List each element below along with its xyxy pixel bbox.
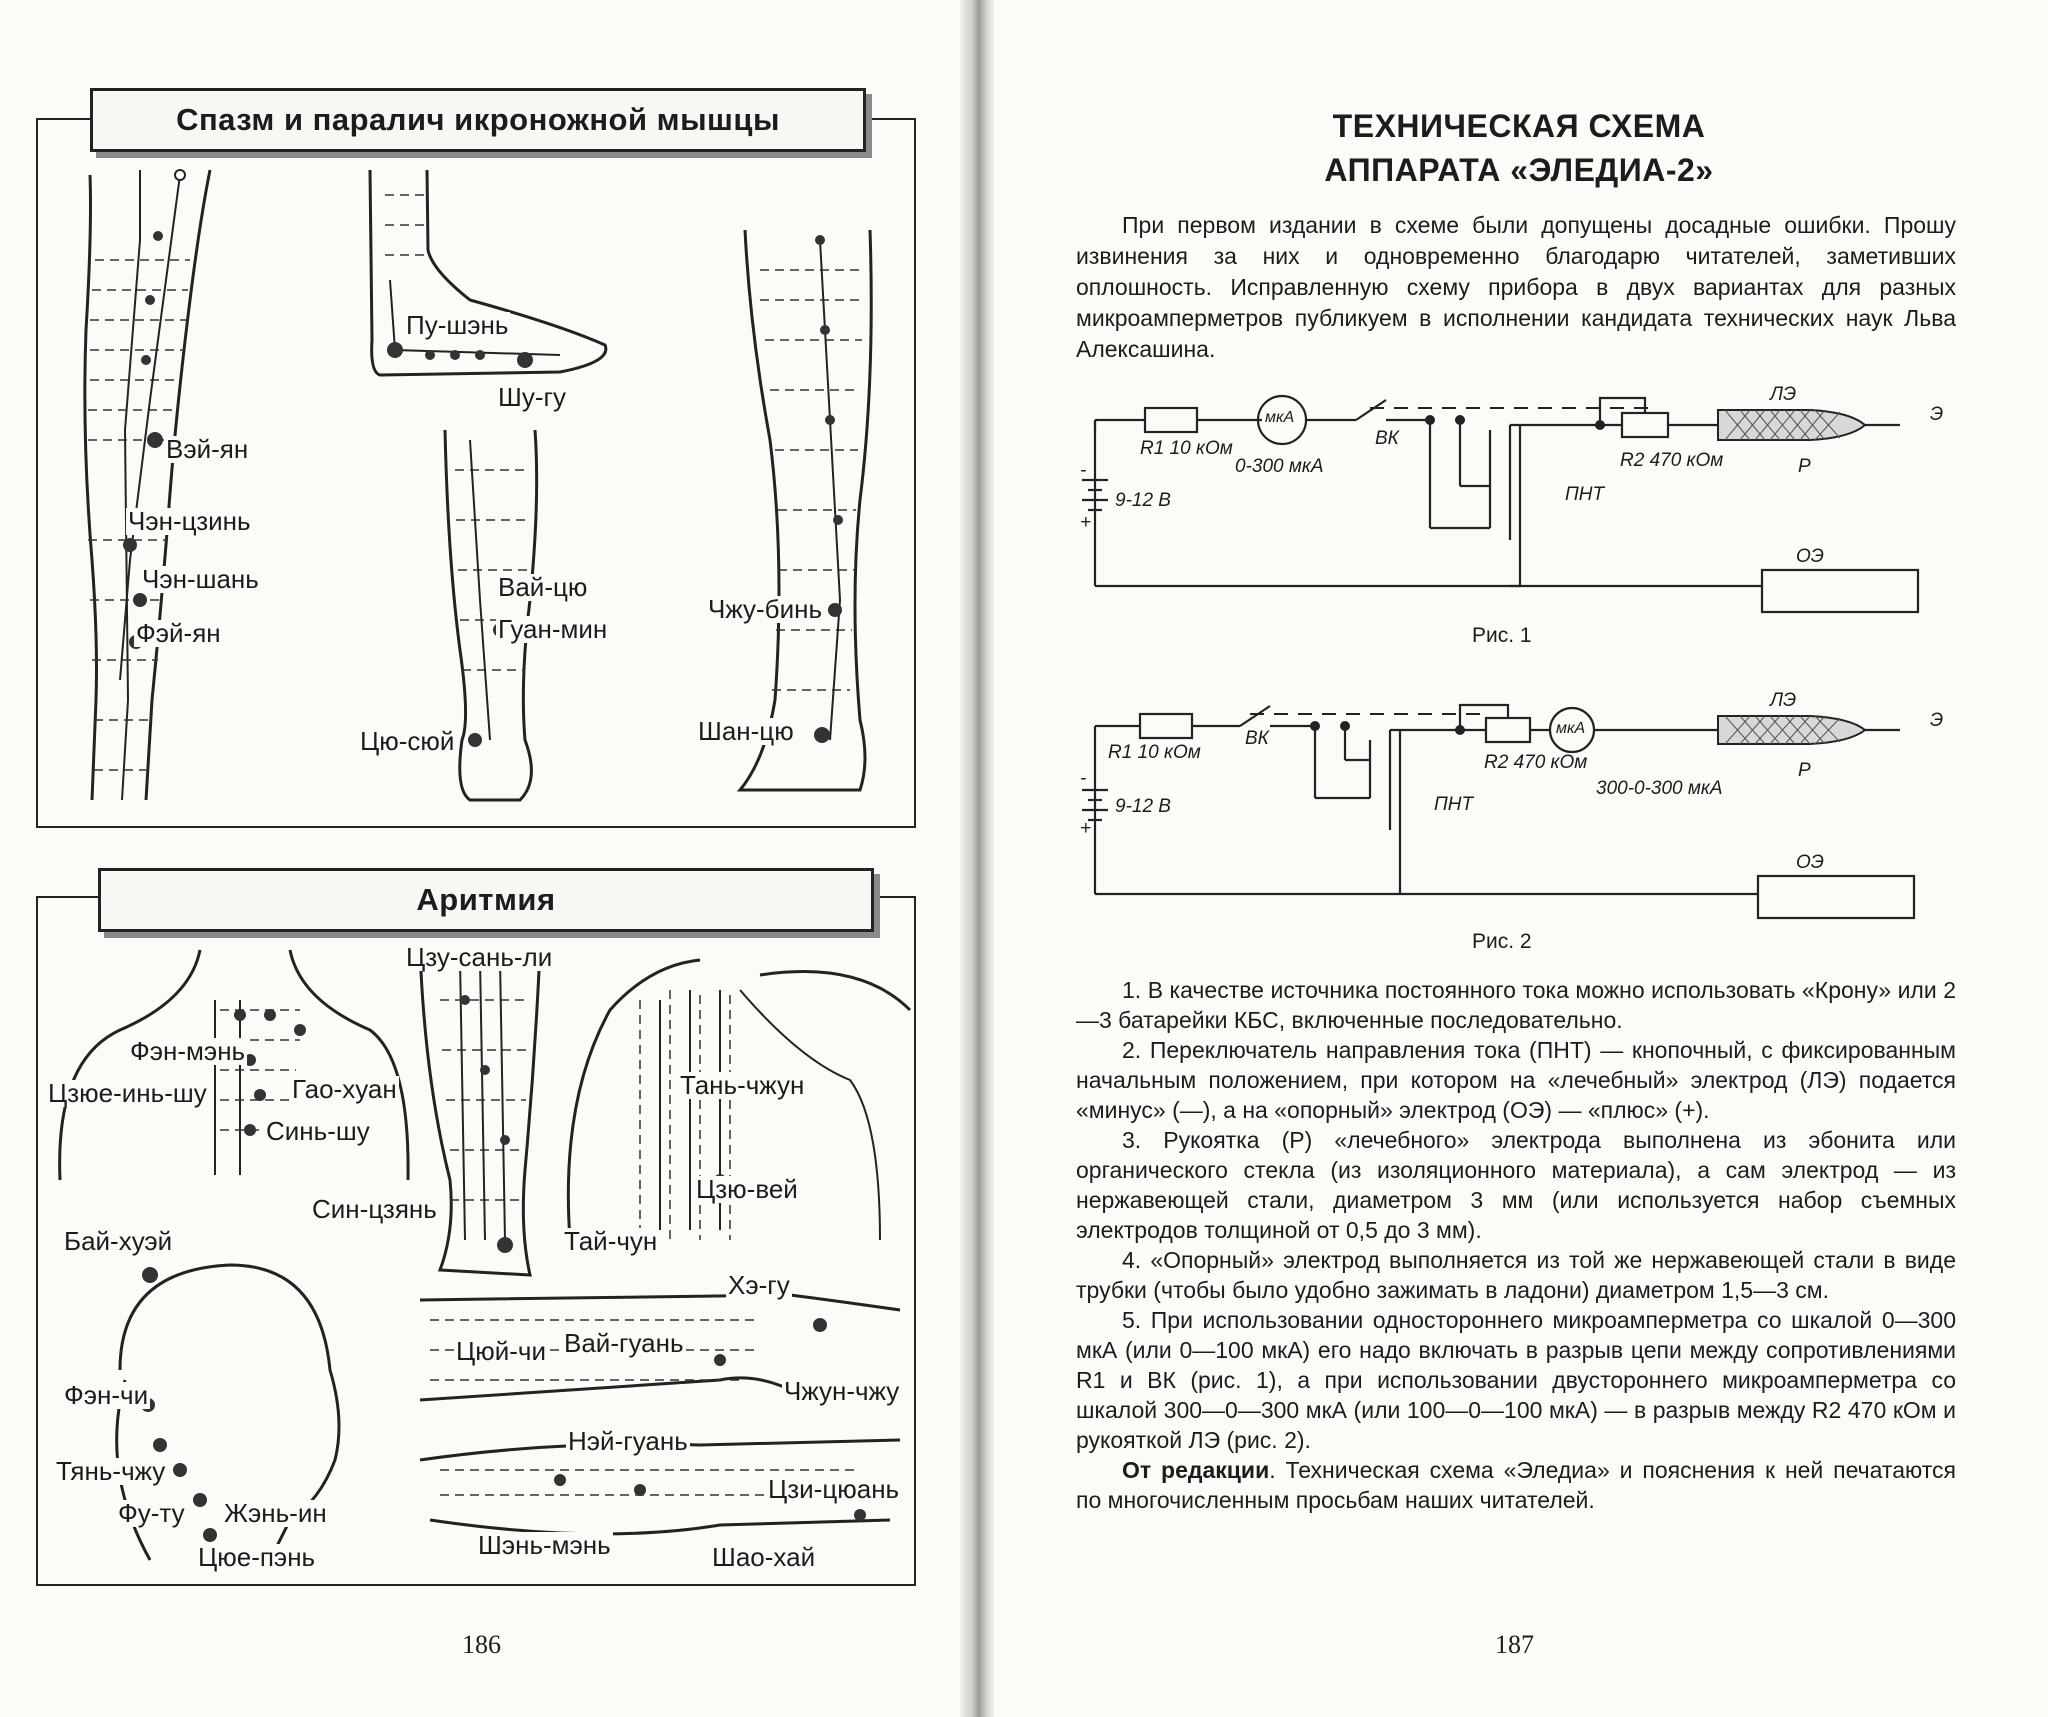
note-paragraph: 3. Рукоятка (Р) «лечебного» электрода вы… — [1076, 1127, 1956, 1243]
point-label: Цзи-цюань — [766, 1474, 902, 1504]
page-number: 187 — [1495, 1630, 1534, 1659]
note-paragraph: 5. При использовании одностороннего микр… — [1076, 1307, 1956, 1453]
point-label: Хэ-гу — [726, 1270, 792, 1300]
arrhythmia-illustration — [58, 949, 912, 1561]
oe-label: ОЭ — [1796, 546, 1824, 567]
point-label: Цзу-сань-ли — [404, 942, 555, 972]
battery-label: 9-12 В — [1115, 490, 1171, 511]
point-label: Цюе-пэнь — [196, 1542, 318, 1572]
point-label: Чжу-бинь — [706, 594, 824, 624]
point-label: Чэн-цзинь — [126, 506, 253, 536]
battery-plus: + — [1080, 818, 1092, 839]
point-label: Шао-хай — [710, 1542, 818, 1572]
meter-label: мкА — [1265, 409, 1295, 426]
treatment-electrode-fig1 — [1717, 409, 1867, 441]
point-label: Бай-хуэй — [62, 1226, 175, 1256]
e-label: Э — [1930, 710, 1944, 731]
leg-outline-right — [736, 229, 873, 792]
oe-label: ОЭ — [1796, 852, 1824, 873]
switch-label: ВК — [1245, 728, 1269, 749]
left-page: Спазм и паралич икроножной мышцы Пу-шэнь… — [0, 0, 980, 1717]
point-label: Фу-ту — [116, 1498, 187, 1528]
point-label: Вай-гуань — [562, 1328, 686, 1358]
r1-label: R1 10 кОм — [1108, 742, 1201, 763]
note-paragraph: 1. В качестве источника постоянного тока… — [1076, 977, 1956, 1033]
point-label: Цюй-чи — [454, 1336, 548, 1366]
battery-minus: - — [1080, 768, 1087, 789]
point-label: Жэнь-ин — [222, 1498, 329, 1528]
treatment-electrode-fig2 — [1717, 715, 1867, 745]
p-label: Р — [1798, 456, 1811, 477]
intro-paragraph: При первом издании в схеме были допущены… — [1076, 212, 1956, 362]
point-label: Синь-шу — [264, 1116, 372, 1146]
point-label: Цзю-вей — [694, 1174, 800, 1204]
foot-outline-top — [368, 169, 608, 377]
point-label: Вэй-ян — [164, 434, 251, 464]
calf-spasm-title: Спазм и паралич икроножной мышцы — [90, 88, 866, 152]
arrhythmia-title: Аритмия — [98, 868, 874, 932]
pnt-label: ПНТ — [1565, 484, 1605, 505]
r2-label: R2 470 кОм — [1620, 450, 1724, 471]
note-paragraph: 2. Переключатель направления тока (ПНТ) … — [1076, 1037, 1956, 1123]
pnt-label: ПНТ — [1434, 794, 1474, 815]
editor-note: От редакции. Техническая схема «Эледиа» … — [1076, 1455, 1956, 1515]
battery-plus: + — [1080, 512, 1092, 533]
point-label: Гуан-мин — [496, 614, 610, 644]
point-label: Шан-цю — [696, 716, 796, 746]
point-label: Фэн-мэнь — [128, 1036, 248, 1066]
lower-leg-outline — [418, 949, 542, 1277]
r1-label: R1 10 кОм — [1140, 438, 1233, 459]
e-label: Э — [1930, 404, 1944, 425]
point-label: Нэй-гуань — [566, 1426, 690, 1456]
point-label: Тай-чун — [562, 1226, 660, 1256]
meter-range-label: 300-0-300 мкА — [1596, 778, 1723, 799]
book-spine — [960, 0, 994, 1717]
notes-list: 1. В качестве источника постоянного тока… — [1076, 975, 1956, 1515]
page-title-line2: АППАРАТА «ЭЛЕДИА-2» — [1324, 152, 1714, 188]
le-label: ЛЭ — [1770, 384, 1797, 405]
point-label: Шэнь-мэнь — [476, 1530, 613, 1560]
meter-label: мкА — [1556, 720, 1586, 737]
page-number: 186 — [462, 1630, 501, 1659]
calf-spasm-illustration — [83, 169, 873, 802]
switch-label: ВК — [1375, 428, 1399, 449]
le-label: ЛЭ — [1770, 690, 1797, 711]
page-title-line1: ТЕХНИЧЕСКАЯ СХЕМА — [1332, 108, 1706, 144]
point-label: Чжун-чжу — [782, 1376, 902, 1406]
battery-minus: - — [1080, 460, 1087, 481]
right-page: ТЕХНИЧЕСКАЯ СХЕМА АППАРАТА «ЭЛЕДИА-2» Пр… — [990, 0, 2048, 1717]
editor-note-label: От редакции — [1122, 1457, 1270, 1483]
battery-label: 9-12 В — [1115, 796, 1171, 817]
circuit-diagram-fig1 — [1082, 394, 1920, 920]
point-label: Шу-гу — [496, 382, 568, 412]
editor-note-text: . Техническая схема «Эледиа» и пояснения… — [1076, 1457, 1956, 1513]
figure-caption: Рис. 1 — [1472, 624, 1532, 647]
point-label: Тянь-чжу — [54, 1456, 168, 1486]
note-paragraph: 4. «Опорный» электрод выполняется из той… — [1076, 1247, 1956, 1303]
chest-outline — [566, 958, 912, 1241]
point-label: Вай-цю — [496, 572, 590, 602]
figure-caption: Рис. 2 — [1472, 930, 1532, 953]
point-label: Син-цзянь — [310, 1194, 439, 1224]
point-label: Пу-шэнь — [404, 310, 511, 340]
point-label: Цзюе-инь-шу — [46, 1078, 209, 1108]
r2-label: R2 470 кОм — [1484, 752, 1588, 773]
point-label: Чэн-шань — [140, 564, 261, 594]
meter-range-label: 0-300 мкА — [1235, 456, 1324, 477]
point-label: Тань-чжун — [678, 1070, 807, 1100]
point-label: Фэй-ян — [134, 618, 223, 648]
back-outline — [58, 949, 410, 1181]
point-label: Фэн-чи — [62, 1380, 151, 1410]
point-label: Цю-сюй — [358, 726, 457, 756]
point-label: Гао-хуан — [290, 1074, 399, 1104]
p-label: Р — [1798, 760, 1811, 781]
